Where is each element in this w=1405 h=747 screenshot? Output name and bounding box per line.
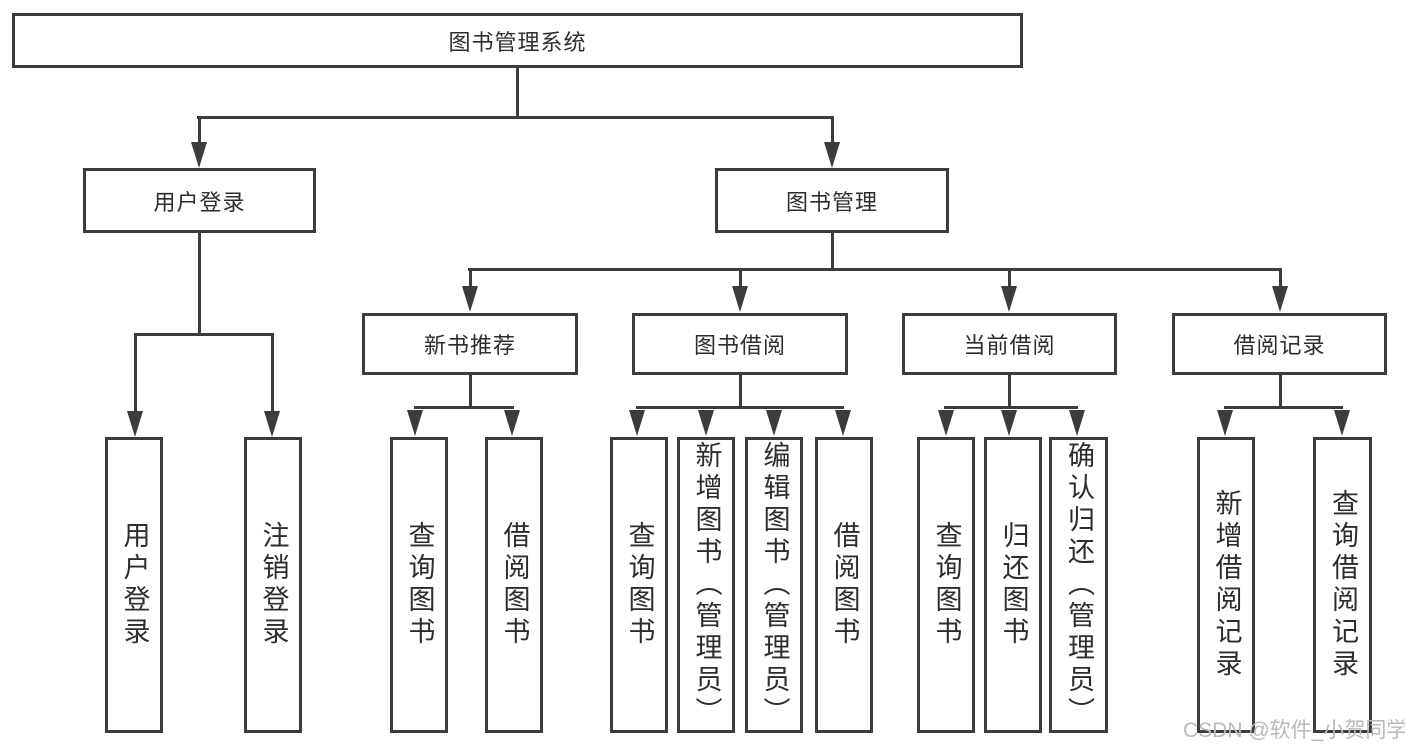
node-label: 新书推荐 xyxy=(423,333,516,358)
leaf-record-add-borrow-record: 新增借阅记录 xyxy=(1197,437,1255,733)
leaf-label: 查询借阅记录 xyxy=(1328,489,1358,681)
leaf-current-query-books: 查询图书 xyxy=(917,437,975,733)
leaf-borrow-edit-books-admin: 编辑图书（管理员） xyxy=(745,437,803,733)
arrow-down-icon xyxy=(732,286,748,312)
connector-level2-drop xyxy=(469,268,472,292)
connector-current-borrow-split xyxy=(944,406,1078,409)
leaf-label: 查询图书 xyxy=(404,521,435,649)
connector-leaf-drop xyxy=(271,333,274,413)
connector-user-login-split xyxy=(134,333,274,336)
node-book-borrow: 图书借阅 xyxy=(632,313,848,375)
arrow-down-icon xyxy=(835,410,851,436)
arrow-down-icon xyxy=(407,410,423,436)
leaf-new-book-borrow-books: 借阅图书 xyxy=(485,437,543,733)
connector-root-stem xyxy=(516,68,519,118)
arrow-down-icon xyxy=(1217,410,1233,436)
connector-current-borrow-stem xyxy=(1008,375,1011,408)
connector-new-book-split xyxy=(414,406,514,409)
arrow-down-icon xyxy=(938,410,954,436)
connector-level2-drop xyxy=(1008,268,1011,292)
leaf-current-return-books: 归还图书 xyxy=(984,437,1042,733)
connector-user-login-drop xyxy=(198,116,201,148)
node-label: 图书管理 xyxy=(785,189,878,215)
arrow-down-icon xyxy=(191,142,207,168)
node-label: 用户登录 xyxy=(153,189,246,215)
leaf-borrow-add-books-admin: 新增图书（管理员） xyxy=(677,437,735,733)
node-label: 借阅记录 xyxy=(1233,333,1326,358)
arrow-down-icon xyxy=(127,411,143,437)
leaf-label: 新增图书（管理员） xyxy=(691,441,722,729)
leaf-label: 查询图书 xyxy=(931,521,962,649)
connector-book-mgmt-stem xyxy=(831,233,834,270)
node-label: 图书管理系统 xyxy=(448,29,587,55)
arrow-down-icon xyxy=(1069,410,1085,436)
connector-leaf-drop xyxy=(134,333,137,413)
connector-book-borrow-split xyxy=(636,406,844,409)
connector-borrow-records-split xyxy=(1224,406,1343,409)
leaf-label: 新增借阅记录 xyxy=(1211,489,1242,681)
arrow-down-icon xyxy=(504,410,520,436)
leaf-borrow-borrow-books: 借阅图书 xyxy=(815,437,873,733)
arrow-down-icon xyxy=(629,410,645,436)
connector-level2-drop xyxy=(1279,268,1282,292)
connector-level2-drop xyxy=(739,268,742,292)
node-label: 图书借阅 xyxy=(693,333,786,358)
connector-borrow-records-stem xyxy=(1279,375,1282,408)
arrow-down-icon xyxy=(1001,286,1017,312)
leaf-label: 编辑图书（管理员） xyxy=(759,441,790,729)
arrow-down-icon xyxy=(462,286,478,312)
node-library-management-system: 图书管理系统 xyxy=(12,13,1023,68)
connector-user-login-stem xyxy=(198,233,201,335)
leaf-label: 查询图书 xyxy=(624,521,655,649)
leaf-label: 确认归还（管理员） xyxy=(1064,441,1094,729)
node-book-management: 图书管理 xyxy=(715,168,949,233)
leaf-label: 用户登录 xyxy=(119,521,150,649)
csdn-watermark: CSDN @软件_小贺同学 xyxy=(1183,719,1405,742)
arrow-down-icon xyxy=(824,142,840,168)
arrow-down-icon xyxy=(698,410,714,436)
connector-root-split xyxy=(197,116,834,119)
arrow-down-icon xyxy=(1334,410,1350,436)
connector-book-mgmt-drop xyxy=(831,116,834,148)
node-user-login: 用户登录 xyxy=(83,168,316,233)
node-label: 当前借阅 xyxy=(963,333,1056,358)
leaf-new-book-query-books: 查询图书 xyxy=(390,437,448,733)
leaf-logout: 注销登录 xyxy=(244,437,302,733)
connector-book-borrow-stem xyxy=(739,375,742,408)
connector-new-book-stem xyxy=(469,375,472,408)
leaf-borrow-query-books: 查询图书 xyxy=(610,437,668,733)
arrow-down-icon xyxy=(1272,286,1288,312)
leaf-label: 注销登录 xyxy=(258,521,289,649)
node-current-borrow: 当前借阅 xyxy=(902,313,1117,375)
leaf-current-confirm-return-admin: 确认归还（管理员） xyxy=(1049,437,1108,733)
connector-book-mgmt-split xyxy=(468,268,1282,271)
leaf-label: 借阅图书 xyxy=(829,521,860,649)
leaf-record-query-borrow-record: 查询借阅记录 xyxy=(1313,437,1372,733)
node-new-book-recommend: 新书推荐 xyxy=(362,313,578,375)
arrow-down-icon xyxy=(264,411,280,437)
leaf-label: 归还图书 xyxy=(998,521,1029,649)
leaf-label: 借阅图书 xyxy=(499,521,530,649)
node-borrow-records: 借阅记录 xyxy=(1172,313,1387,375)
leaf-user-login: 用户登录 xyxy=(105,437,163,733)
arrow-down-icon xyxy=(766,410,782,436)
arrow-down-icon xyxy=(1001,410,1017,436)
